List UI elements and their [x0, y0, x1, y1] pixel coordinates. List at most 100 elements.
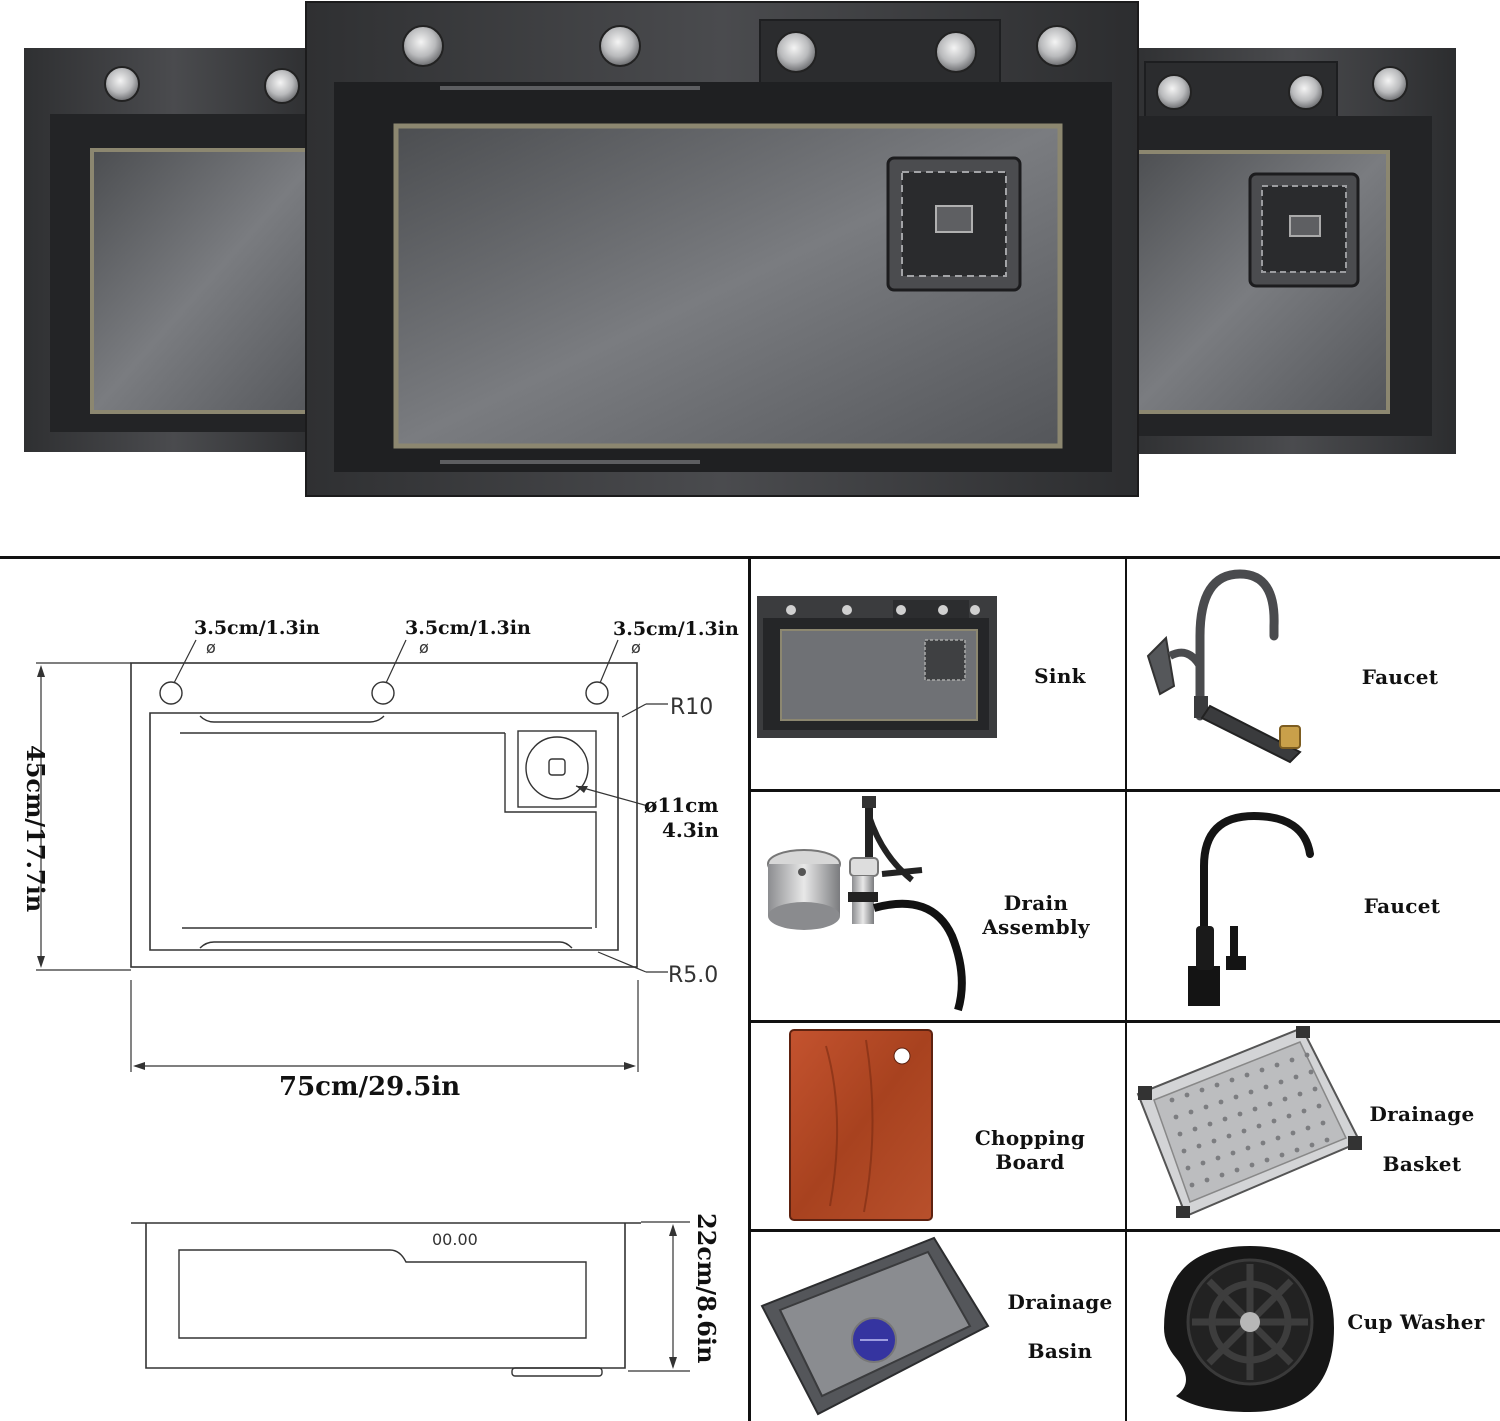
- perforation-hole: [1312, 1086, 1318, 1092]
- perforation-hole: [1245, 1145, 1251, 1151]
- hole-dimension-label-1: 3.5cm/1.3in: [194, 617, 320, 639]
- perforation-hole: [1264, 1157, 1270, 1163]
- drain-diameter-cm: ø11cm: [644, 793, 719, 817]
- perforation-hole: [1294, 1147, 1300, 1153]
- faucet-hole-icon: [585, 681, 609, 705]
- perforation-hole: [1215, 1155, 1221, 1161]
- faucet-hole-icon: [159, 681, 183, 705]
- drain-assembly-icon: [767, 796, 966, 1012]
- accessory-label-drainage-basin-line1: Drainage: [1007, 1290, 1113, 1314]
- faucet-hole-icon: [371, 681, 395, 705]
- grid-divider: [749, 1020, 1500, 1023]
- perforation-hole: [1256, 1123, 1262, 1129]
- hero-sink-photos: [24, 1, 1456, 497]
- perforation-hole: [1177, 1131, 1183, 1137]
- perforation-hole: [1289, 1057, 1295, 1063]
- perforation-hole: [1274, 1062, 1280, 1068]
- perforation-hole: [1214, 1082, 1220, 1088]
- perforation-hole: [1275, 1135, 1281, 1141]
- perforation-hole: [1308, 1069, 1314, 1075]
- perforation-hole: [1229, 1077, 1235, 1083]
- diameter-symbol: ø: [631, 638, 641, 657]
- perforation-hole: [1203, 1104, 1209, 1110]
- perforation-hole: [1278, 1079, 1284, 1085]
- hole-dimension-label-3: 3.5cm/1.3in: [613, 618, 739, 640]
- perforation-hole: [1290, 1130, 1296, 1136]
- perforation-hole: [1259, 1067, 1265, 1073]
- accessory-label-faucet: Faucet: [1361, 665, 1439, 689]
- perforation-hole: [1218, 1099, 1224, 1105]
- drain-circle-icon: [525, 736, 589, 800]
- perforation-hole: [1207, 1121, 1213, 1127]
- accessory-label-faucet-2: Faucet: [1363, 894, 1441, 918]
- perforation-hole: [1305, 1125, 1311, 1131]
- knob-icon: [935, 31, 977, 73]
- knob-icon: [1036, 25, 1078, 67]
- accessory-label-drainage-basket-line1: Drainage: [1369, 1102, 1475, 1126]
- perforation-hole: [1316, 1103, 1322, 1109]
- perforation-hole: [1293, 1074, 1299, 1080]
- knob-icon: [402, 25, 444, 67]
- grid-divider: [749, 789, 1500, 792]
- perforation-hole: [1196, 1143, 1202, 1149]
- perforation-hole: [1271, 1118, 1277, 1124]
- perforation-hole: [1301, 1108, 1307, 1114]
- perforation-hole: [1241, 1128, 1247, 1134]
- diameter-symbol: ø: [419, 638, 429, 657]
- perforation-hole: [1324, 1137, 1330, 1143]
- perforation-hole: [1304, 1052, 1310, 1058]
- perforation-hole: [1188, 1109, 1194, 1115]
- accessory-label-drainage-basket-line2: Basket: [1382, 1152, 1462, 1176]
- perforation-hole: [1267, 1101, 1273, 1107]
- perforation-hole: [1185, 1165, 1191, 1171]
- center-sink-photo: [305, 1, 1139, 497]
- perforation-hole: [1279, 1152, 1285, 1158]
- corner-radius-outer: R10: [670, 695, 713, 720]
- corner-radius-inner: R5.0: [668, 963, 718, 988]
- dimension-drawing: 3.5cm/1.3in 3.5cm/1.3in 3.5cm/1.3in ø ø …: [21, 617, 739, 1377]
- pull-out-faucet-icon: [1146, 569, 1302, 764]
- perforation-hole: [1260, 1140, 1266, 1146]
- diameter-symbol: ø: [206, 638, 216, 657]
- perforation-hole: [1263, 1084, 1269, 1090]
- perforation-hole: [1226, 1133, 1232, 1139]
- perforation-hole: [1169, 1097, 1175, 1103]
- perforation-hole: [1249, 1162, 1255, 1168]
- side-marking: 00.00: [432, 1230, 478, 1249]
- perforation-hole: [1297, 1091, 1303, 1097]
- accessory-label-sink: Sink: [1034, 664, 1086, 688]
- perforation-hole: [1237, 1111, 1243, 1117]
- right-sink-photo: [1128, 48, 1456, 454]
- sink-icon: [757, 596, 997, 738]
- height-dimension: 45cm/17.7in: [21, 745, 50, 912]
- perforation-hole: [1252, 1106, 1258, 1112]
- chopping-board-icon: [789, 1029, 933, 1221]
- perforation-hole: [1320, 1120, 1326, 1126]
- accessory-label-drain-assembly: Drain Assembly: [982, 891, 1090, 939]
- perforation-hole: [1199, 1087, 1205, 1093]
- perforation-hole: [1233, 1094, 1239, 1100]
- perforation-hole: [1234, 1167, 1240, 1173]
- perforation-hole: [1189, 1182, 1195, 1188]
- drainage-basket-icon: [1136, 1026, 1362, 1218]
- perforation-hole: [1192, 1126, 1198, 1132]
- knob-icon: [1156, 74, 1192, 110]
- perforation-hole: [1184, 1092, 1190, 1098]
- gooseneck-faucet-icon: [1188, 811, 1314, 1006]
- left-sink-photo: [24, 48, 326, 452]
- depth-dimension: 22cm/8.6in: [692, 1213, 721, 1364]
- accessory-label-drainage-basin-line2: Basin: [1027, 1339, 1093, 1363]
- perforation-hole: [1230, 1150, 1236, 1156]
- grid-divider: [748, 556, 751, 1421]
- grid-divider: [1125, 556, 1127, 1421]
- perforation-hole: [1244, 1072, 1250, 1078]
- perforation-hole: [1204, 1177, 1210, 1183]
- grid-divider: [749, 1229, 1500, 1232]
- knob-icon: [264, 68, 300, 104]
- perforation-hole: [1181, 1148, 1187, 1154]
- accessory-label-cup-washer: Cup Washer: [1347, 1310, 1485, 1334]
- perforation-hole: [1211, 1138, 1217, 1144]
- knob-icon: [1372, 66, 1408, 102]
- perforation-hole: [1282, 1096, 1288, 1102]
- perforation-hole: [1219, 1172, 1225, 1178]
